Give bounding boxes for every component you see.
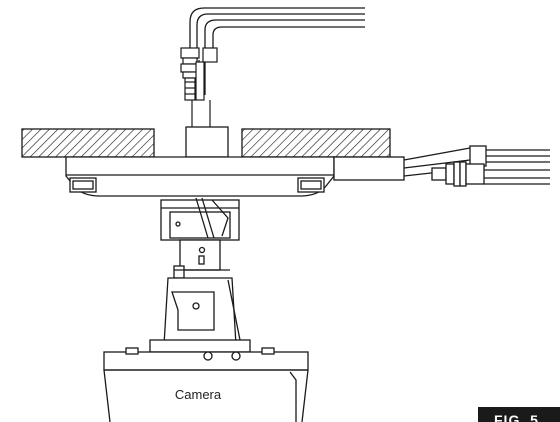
upper-cable-connector [180,47,218,101]
ceiling-slab [21,128,391,158]
side-conduit [333,145,550,187]
camera-label: Camera [174,387,222,402]
mount-neck [173,239,230,279]
figure-number-badge: FIG. 5 [478,407,560,422]
bracket-upper [160,197,240,241]
bracket-lower [163,277,241,346]
camera-body [103,339,309,422]
mount-plate [65,156,335,197]
ceiling-feedthrough [185,126,229,158]
upper-cable-bundle [189,7,365,95]
